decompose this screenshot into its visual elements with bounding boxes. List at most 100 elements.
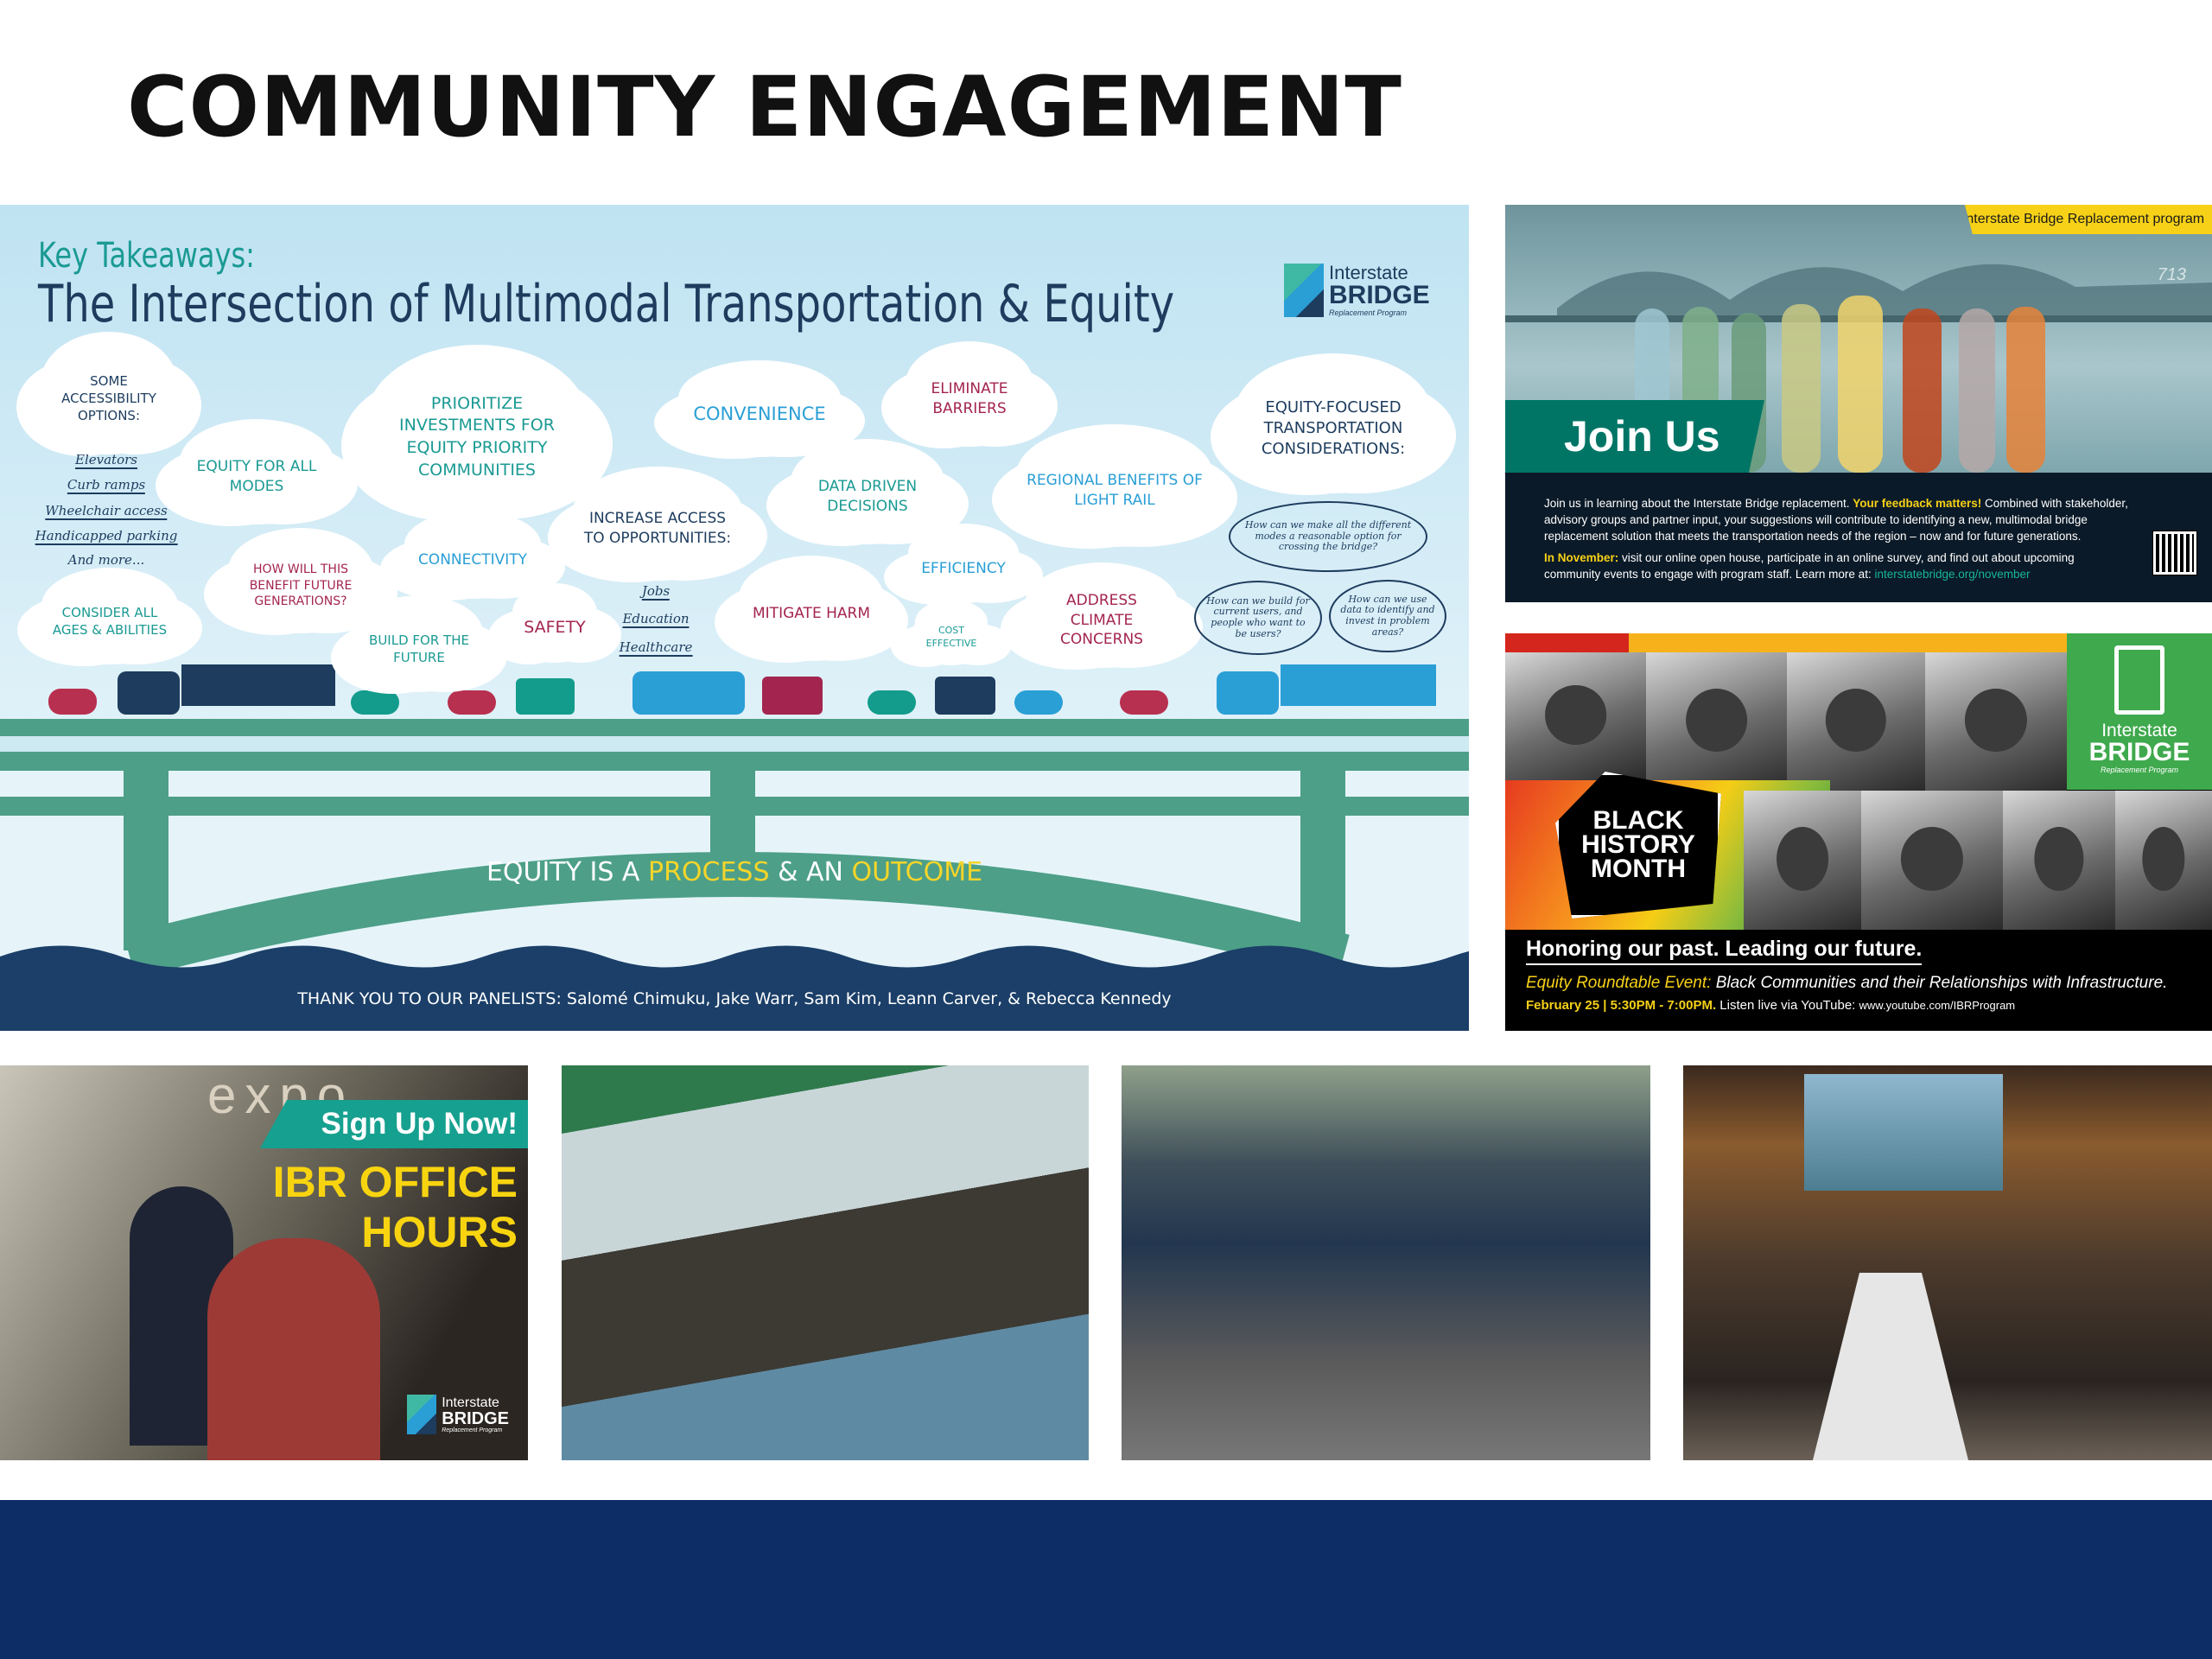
event-date: February 25 | 5:30PM - 7:00PM. — [1526, 998, 1717, 1013]
portrait-photo — [1505, 652, 1646, 780]
cloud-accessibility: SOME ACCESSIBILITY OPTIONS: — [35, 342, 182, 454]
cloud-increase-access: INCREASE ACCESS TO OPPORTUNITIES: — [567, 477, 748, 581]
arch-slogan: EQUITY IS A PROCESS & AN OUTCOME — [0, 857, 1469, 887]
feedback-highlight: Your feedback matters! — [1853, 497, 1982, 510]
list-item: Curb ramps — [67, 477, 146, 494]
bhm-headline: Honoring our past. Leading our future. — [1526, 937, 1923, 965]
event-title: Black Communities and their Relationship… — [1711, 974, 2168, 992]
red-car — [1120, 690, 1168, 715]
youtube-link[interactable]: www.youtube.com/IBRProgram — [1859, 999, 2016, 1012]
event-label: Equity Roundtable Event: — [1526, 974, 1712, 992]
page-title: COMMUNITY ENGAGEMENT — [127, 59, 1402, 156]
cloud-climate: ADDRESS CLIMATE CONCERNS — [1020, 573, 1184, 668]
slogan-part: & AN — [769, 857, 852, 887]
color-stripe — [1505, 633, 2067, 652]
cloud-consider-all: CONSIDER ALL AGES & ABILITIES — [36, 578, 183, 664]
logo-line3: Replacement Program — [442, 1427, 503, 1433]
bus — [632, 671, 745, 715]
question-bubble: How can we build for current users, and … — [1194, 581, 1322, 655]
slogan-process: PROCESS — [647, 857, 770, 887]
blue-semi-cab — [1217, 671, 1279, 715]
join-us-heading: Join Us — [1505, 400, 1764, 473]
question-bubble: How can we use data to identify and inve… — [1329, 580, 1446, 652]
november-label: In November: — [1544, 551, 1619, 564]
list-item: Elevators — [75, 452, 137, 469]
equity-infographic: Key Takeaways: The Intersection of Multi… — [0, 205, 1469, 1031]
kicker-text: Key Takeaways: — [38, 236, 255, 276]
bridge-illustration — [0, 664, 1469, 1031]
ibr-logo-mark-icon — [407, 1395, 437, 1434]
bridge-sign-number: 713 — [2157, 265, 2186, 284]
map-table — [1813, 1273, 1968, 1460]
cloud-equity-focused: EQUITY-FOCUSED TRANSPORTATION CONSIDERAT… — [1230, 364, 1437, 493]
join-us-body: Join us in learning about the Interstate… — [1544, 495, 2132, 588]
red-car — [448, 690, 496, 715]
bhm-badge: BLACK HISTORY MONTH — [1555, 772, 1721, 918]
cloud-safety: SAFETY — [507, 594, 602, 663]
portrait-photo — [1925, 652, 2067, 791]
cloud-eliminate-barriers: ELIMINATE BARRIERS — [900, 352, 1039, 447]
bridge-arch — [124, 852, 1350, 979]
title-line1: IBR OFFICE — [272, 1158, 518, 1206]
teal-van — [516, 678, 575, 715]
person-figure — [207, 1238, 380, 1460]
cloud-data-driven: DATA DRIVEN DECISIONS — [785, 449, 950, 544]
bike-event-photo — [1122, 1065, 1650, 1460]
teal-car — [351, 690, 399, 715]
body-text: visit our online open house, participate… — [1544, 551, 2075, 581]
cloud-build-future: BUILD FOR THE FUTURE — [350, 606, 488, 692]
cloud-connectivity: CONNECTIVITY — [399, 521, 546, 599]
cloud-future-generations: HOW WILL THIS BENEFIT FUTURE GENERATIONS… — [223, 538, 378, 633]
portrait-photo — [1744, 791, 1861, 930]
ibr-logo-mark-icon — [1284, 264, 1324, 317]
body-text: Combined with stakeholder, advisory grou… — [1544, 497, 2128, 543]
slogan-part: EQUITY IS A — [486, 857, 648, 887]
outreach-table-photo — [562, 1065, 1089, 1460]
blue-car — [1014, 690, 1063, 715]
open-house-photo — [1683, 1065, 2212, 1460]
infographic-title: The Intersection of Multimodal Transport… — [38, 274, 1175, 334]
logo-line1: Interstate — [2101, 721, 2177, 741]
list-item: And more... — [67, 552, 145, 568]
title-line2: HOURS — [361, 1208, 518, 1256]
cloud-regional-benefits: REGIONAL BENEFITS OF LIGHT RAIL — [1011, 435, 1218, 547]
logo-line3: Replacement Program — [2100, 766, 2179, 774]
vehicles — [48, 664, 1436, 715]
list-item: Handicapped parking — [35, 528, 178, 545]
list-item: Education — [622, 611, 690, 628]
sign-up-banner[interactable]: Sign Up Now! — [260, 1100, 528, 1148]
cloud-convenience: CONVENIENCE — [673, 371, 846, 457]
question-bubble: How can we make all the different modes … — [1229, 501, 1427, 572]
list-item: Jobs — [641, 583, 671, 601]
cloud-efficiency: EFFICIENCY — [903, 534, 1024, 603]
program-tag: Interstate Bridge Replacement program — [1964, 205, 2212, 234]
body-text: Join us in learning about the Interstate… — [1544, 497, 1853, 510]
bridge-deck — [0, 719, 1469, 736]
event-details: Honoring our past. Leading our future. E… — [1505, 930, 2212, 1031]
ibr-logo-green: Interstate BRIDGE Replacement Program — [2067, 633, 2212, 790]
magenta-truck — [762, 677, 823, 715]
qr-code-icon[interactable] — [2152, 531, 2197, 575]
semi-cab — [118, 671, 180, 715]
portrait-photo — [2003, 791, 2115, 930]
portrait-photo — [1646, 652, 1787, 791]
logo-line2: BRIDGE — [2088, 738, 2190, 766]
cloud-mitigate-harm: MITIGATE HARM — [734, 566, 889, 661]
portrait-photo — [1787, 652, 1925, 791]
red-car — [48, 689, 97, 715]
illustration-art — [1505, 264, 2212, 473]
logo-line1: Interstate — [1329, 262, 1408, 283]
cloud-equity-all-modes: EQUITY FOR ALL MODES — [175, 429, 339, 524]
slogan-outcome: OUTCOME — [851, 857, 983, 887]
teal-car — [868, 690, 916, 715]
logo-line3: Replacement Program — [1329, 308, 1408, 317]
november-link[interactable]: interstatebridge.org/november — [1874, 568, 2031, 581]
panelists-thanks: THANK YOU TO OUR PANELISTS: Salomé Chimu… — [297, 989, 1172, 1008]
blue-semi-trailer — [1281, 664, 1436, 706]
cloud-prioritize: PRIORITIZE INVESTMENTS FOR EQUITY PRIORI… — [360, 355, 594, 519]
footer-band — [0, 1500, 2212, 1659]
logo-line1: Interstate — [442, 1395, 499, 1410]
